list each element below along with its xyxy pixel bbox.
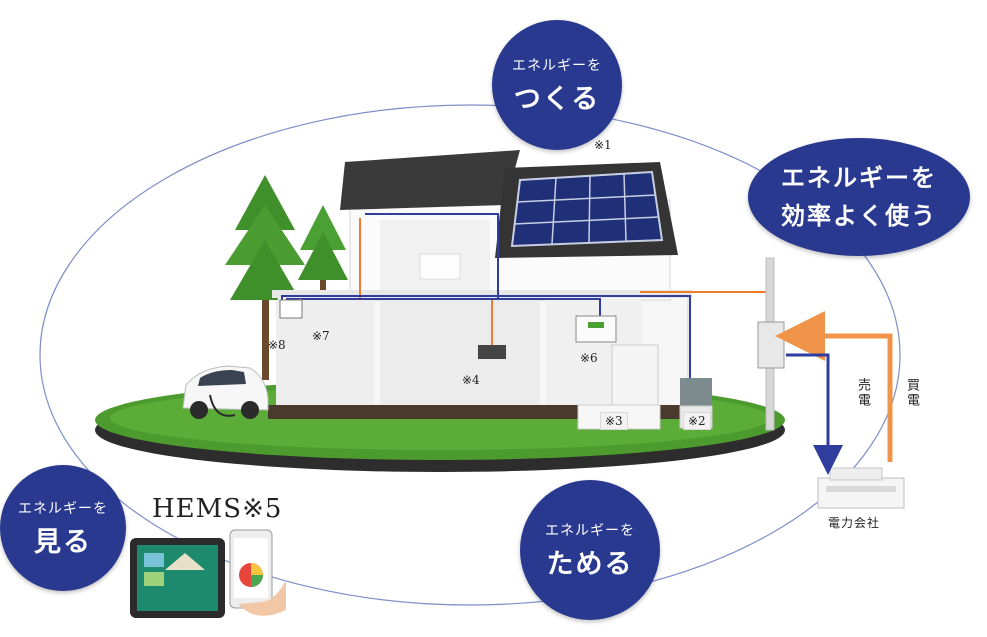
bubble-store-big: ためる — [546, 548, 634, 580]
note-6: ※6 — [580, 351, 598, 365]
note-8: ※8 — [268, 338, 286, 352]
note-3: ※3 — [600, 412, 628, 430]
buy-arrow — [775, 311, 893, 462]
bubble-see: エネルギーを 見る — [0, 465, 126, 591]
sell-label: 売電 — [855, 378, 870, 408]
bubble-efficient-line2: 効率よく使う — [781, 201, 937, 230]
bubble-store: エネルギーを ためる — [520, 480, 660, 620]
note-1: ※1 — [594, 138, 612, 152]
note-2: ※2 — [683, 412, 711, 430]
buy-label: 買電 — [904, 378, 919, 408]
utility-pole — [757, 257, 785, 431]
bubble-see-small: エネルギーを — [18, 500, 108, 517]
power-company-label: 電力会社 — [828, 516, 881, 530]
electric-car — [182, 365, 269, 419]
hems-label: HEMS※5 — [152, 494, 283, 524]
bubble-create: エネルギーを つくる — [492, 20, 622, 150]
bubble-store-small: エネルギーを — [545, 522, 635, 539]
note-7: ※7 — [312, 329, 330, 343]
note-4: ※4 — [462, 373, 480, 387]
solar-panel — [510, 170, 664, 248]
cycle-ring — [39, 104, 901, 606]
bubble-create-small: エネルギーを — [512, 57, 602, 74]
tree-left — [225, 175, 305, 380]
bubble-create-big: つくる — [513, 83, 601, 115]
bubble-efficient-line1: エネルギーを — [781, 163, 937, 192]
hems-devices — [130, 529, 286, 618]
bubble-see-big: 見る — [34, 526, 92, 558]
bubble-efficient: エネルギーを 効率よく使う — [748, 138, 970, 256]
power-company-building — [817, 467, 905, 509]
sell-arrow — [786, 353, 843, 475]
